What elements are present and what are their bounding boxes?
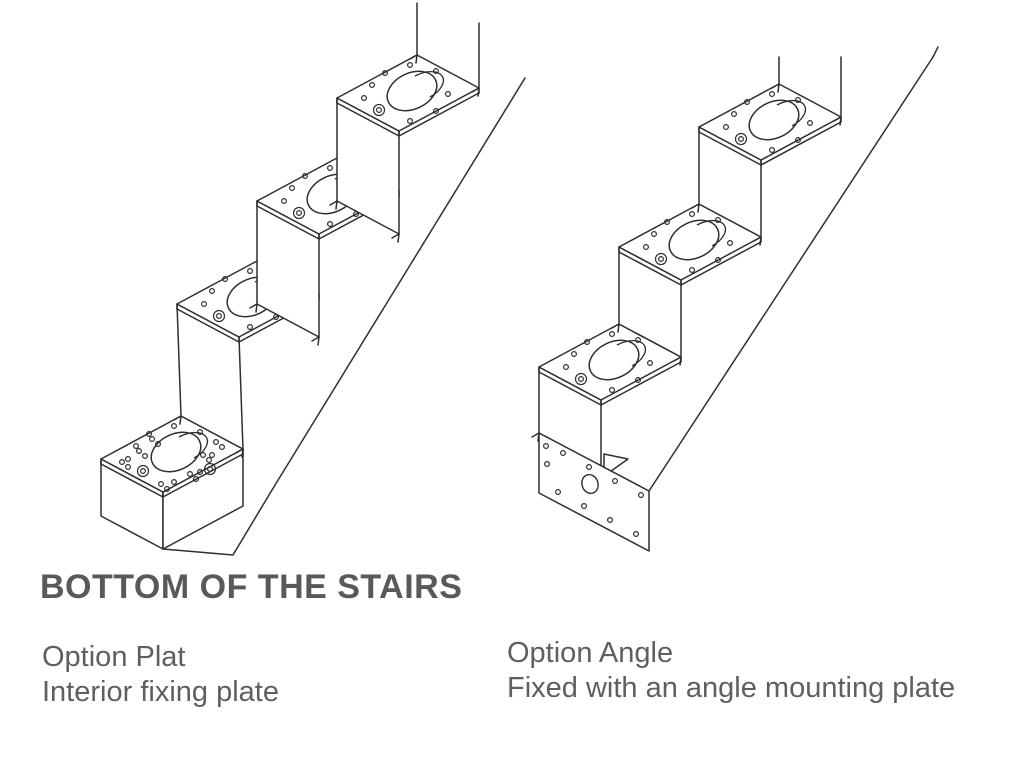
caption-option-angle: Option Angle Fixed with an angle mountin…: [507, 636, 955, 706]
caption-option-plat-line2: Interior fixing plate: [42, 676, 279, 708]
page-title: BOTTOM OF THE STAIRS: [40, 568, 463, 606]
caption-option-angle-line2: Fixed with an angle mounting plate: [507, 672, 956, 704]
caption-option-angle-line1: Option Angle: [507, 637, 674, 669]
caption-option-plat: Option Plat Interior fixing plate: [42, 640, 279, 710]
option-angle-diagram: [531, 46, 939, 552]
option-plat-diagram: [100, 2, 526, 556]
caption-option-plat-line1: Option Plat: [42, 641, 186, 673]
